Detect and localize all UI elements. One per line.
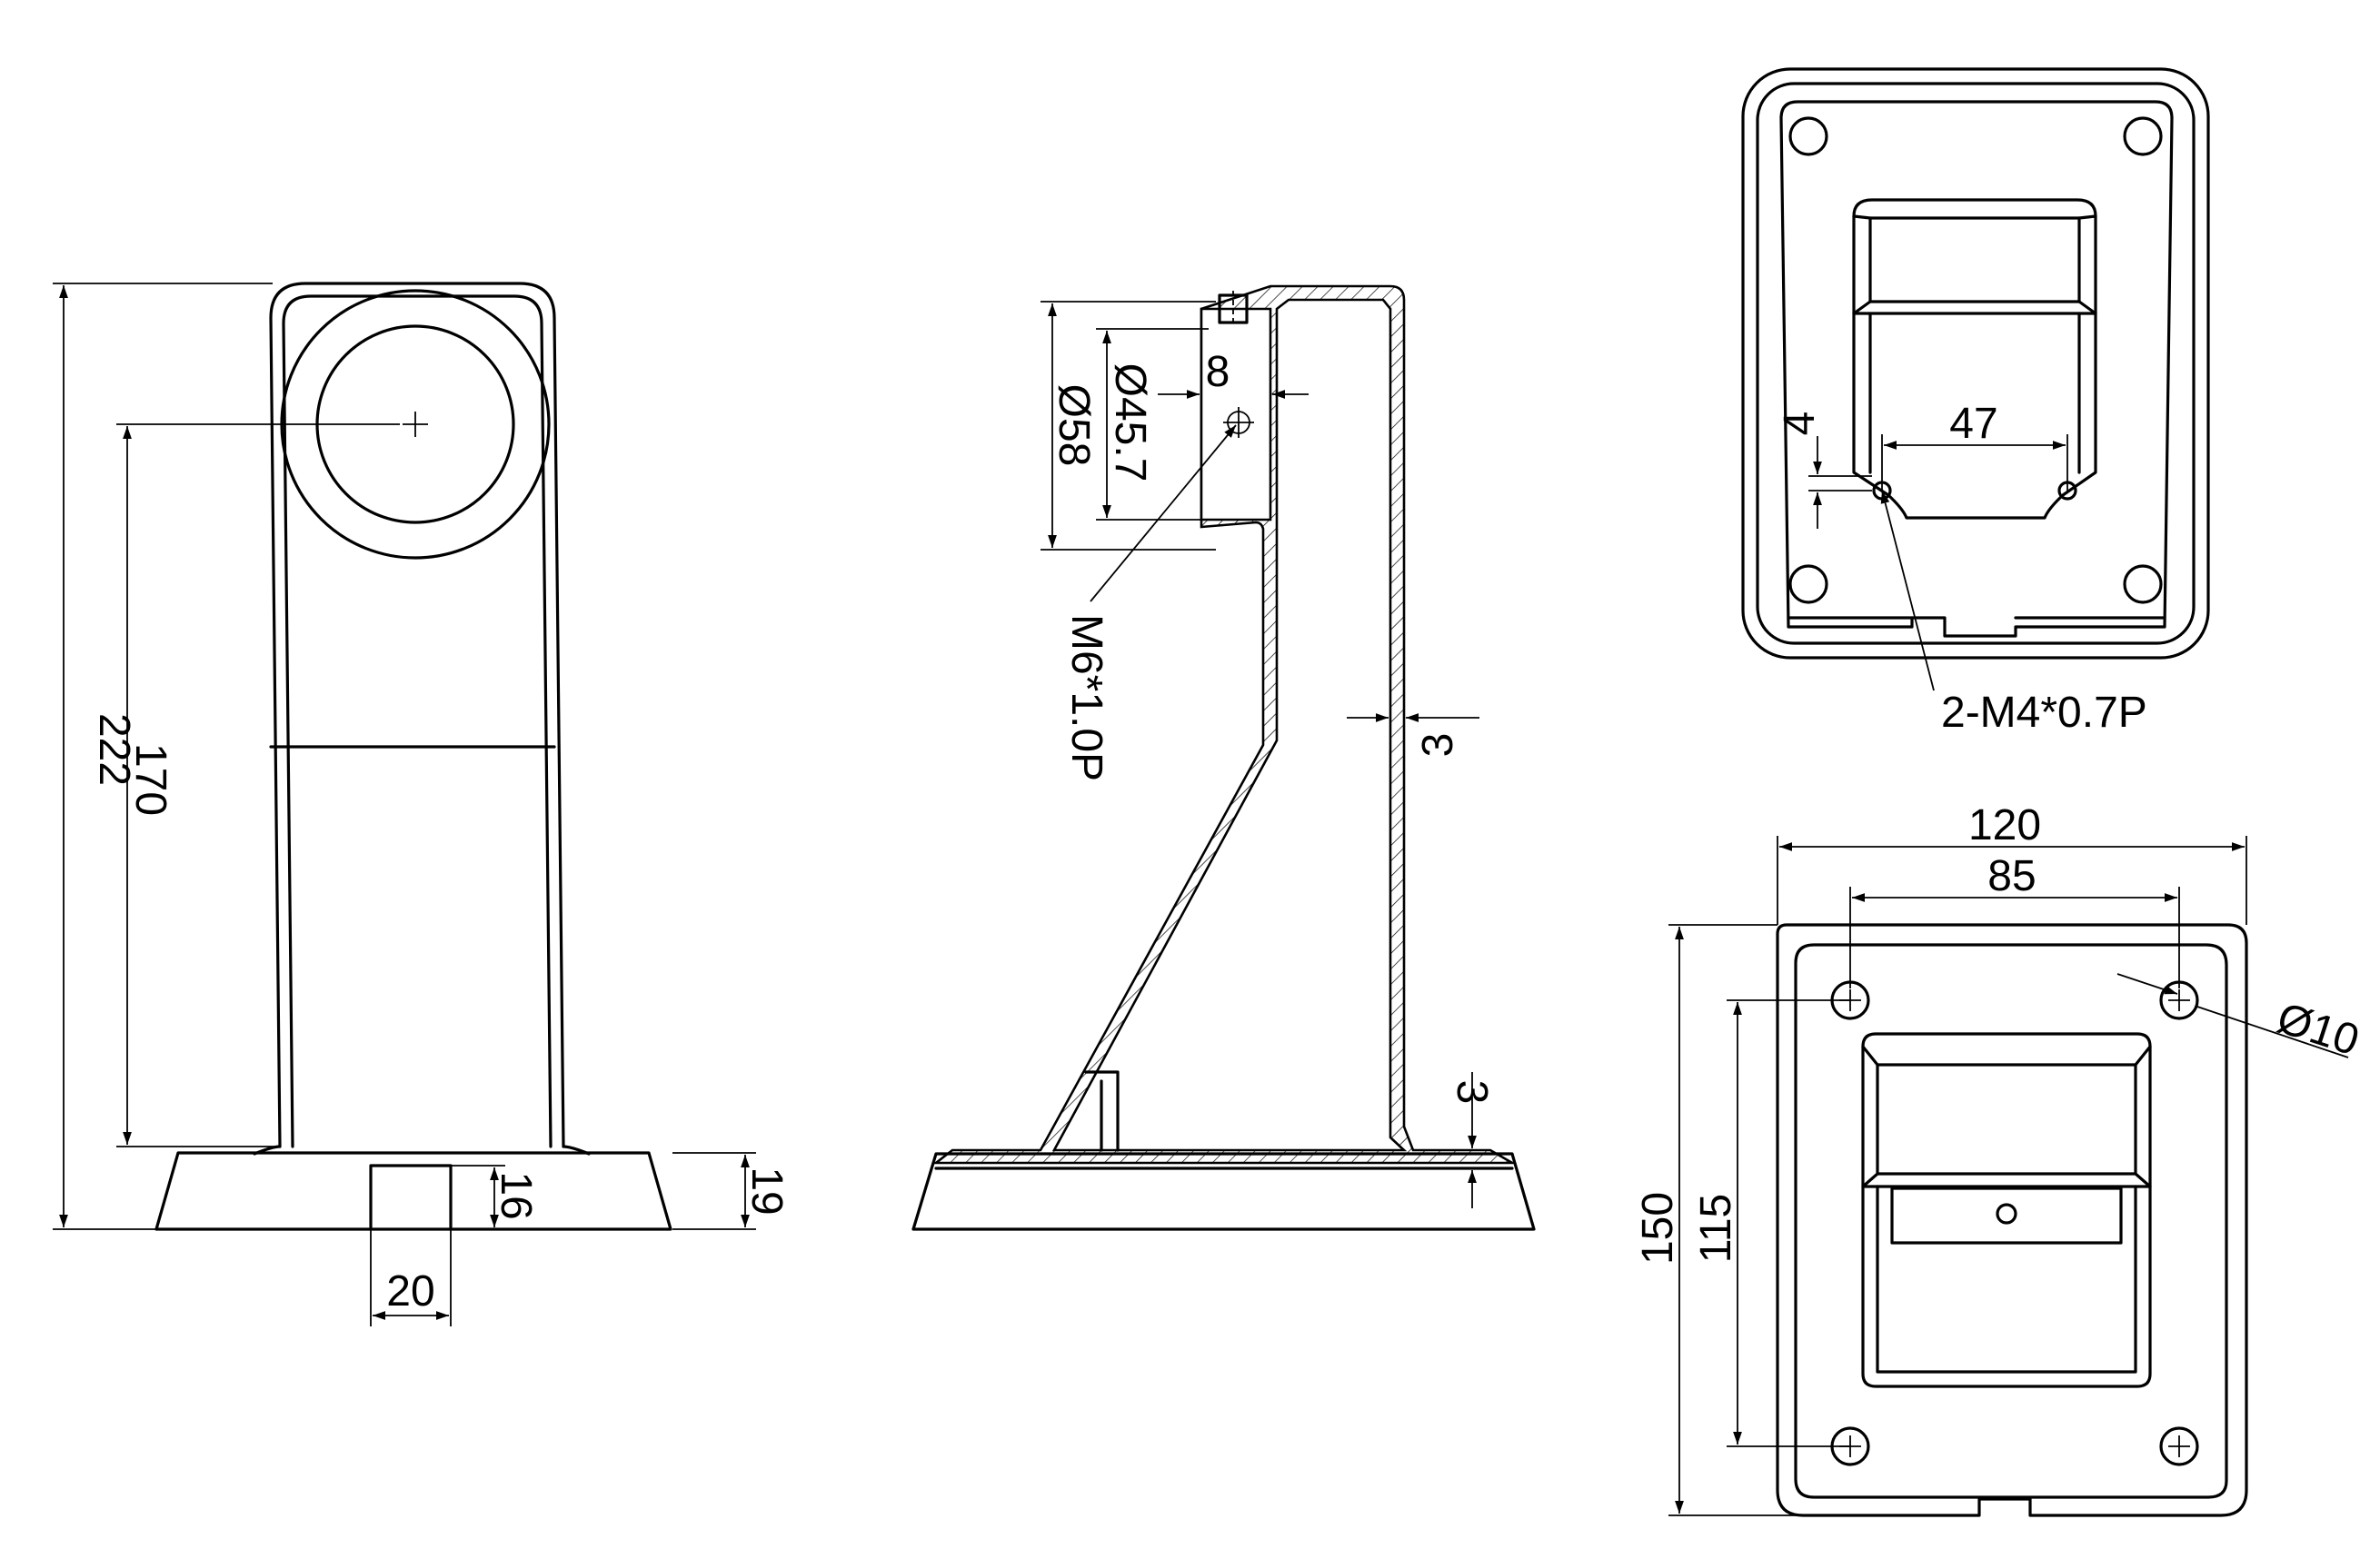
bottom-pocket-step [1876,1063,2137,1176]
front-column-inner [282,294,553,1148]
section-bore [1200,307,1272,521]
hole [1788,564,1828,604]
bottom-center-hole [1996,1203,2017,1225]
label-holes: 2-M4*0.7P [1941,689,2147,737]
top-pocket-walls [1868,312,2081,474]
front-base-notch [369,1164,453,1231]
bottom-pocket [1861,1032,2152,1388]
hole [1788,116,1828,156]
dim-notch-width: 20 [386,1267,434,1316]
dim-base-height: 19 [742,1167,791,1215]
bottom-pocket-walls [1876,1185,2137,1374]
dim-hole-spacing-x: 85 [1987,852,2036,900]
leader-holes [1880,490,1935,691]
section-view: Ø58 Ø45.7 8 M6*1.0P 3 3 [911,284,1536,1231]
bottom-flange [1794,943,2228,1499]
leader-hole-diameter [2196,1006,2349,1058]
dim-slot-width: 47 [1949,400,1997,448]
dim-wall-thickness: 3 [1414,733,1462,758]
section-base [911,1152,1536,1231]
dim-outer-diameter: Ø58 [1050,384,1098,467]
dim-offset: 4 [1776,412,1824,436]
dim-overall-width: 120 [1968,801,2041,849]
top-pocket-step [1868,216,2081,303]
bottom-recess [1890,1187,2123,1245]
dim-hole-spacing-y: 115 [1692,1194,1740,1264]
front-base [154,1151,672,1231]
label-thread: M6*1.0P [1062,614,1110,781]
leader-hole-diameter [2116,973,2178,995]
top-holes [1788,116,2163,604]
front-view: 222 170 19 16 20 [53,282,791,1326]
top-pocket-bevel [1852,214,2097,315]
hole [2123,564,2163,604]
bottom-pocket-bevel [1861,1045,2152,1188]
dim-inner-diameter: Ø45.7 [1106,363,1154,482]
top-view: 47 4 2-M4*0.7P [1741,67,2210,737]
top-outline-inner [1756,82,2196,645]
dim-center-height: 170 [126,743,174,816]
front-column-outline [269,282,565,1148]
hole [2123,116,2163,156]
hole [2159,1426,2199,1466]
dim-base-thickness: 3 [1448,1080,1496,1105]
leader-thread [1090,424,1237,602]
dim-overall-depth: 150 [1634,1192,1682,1265]
section-rib [1084,1070,1120,1152]
top-inner-flange [1779,100,2174,638]
bottom-view: 120 85 150 115 Ø10 [1634,801,2365,1517]
top-pocket [1852,198,2097,520]
dim-notch-height: 16 [492,1171,540,1219]
top-outline [1741,67,2210,660]
section-cavity [1051,298,1408,1152]
dim-hole-diameter: Ø10 [2271,994,2365,1065]
bottom-outline [1776,923,2248,1517]
dim-bore-depth: 8 [1206,348,1230,396]
